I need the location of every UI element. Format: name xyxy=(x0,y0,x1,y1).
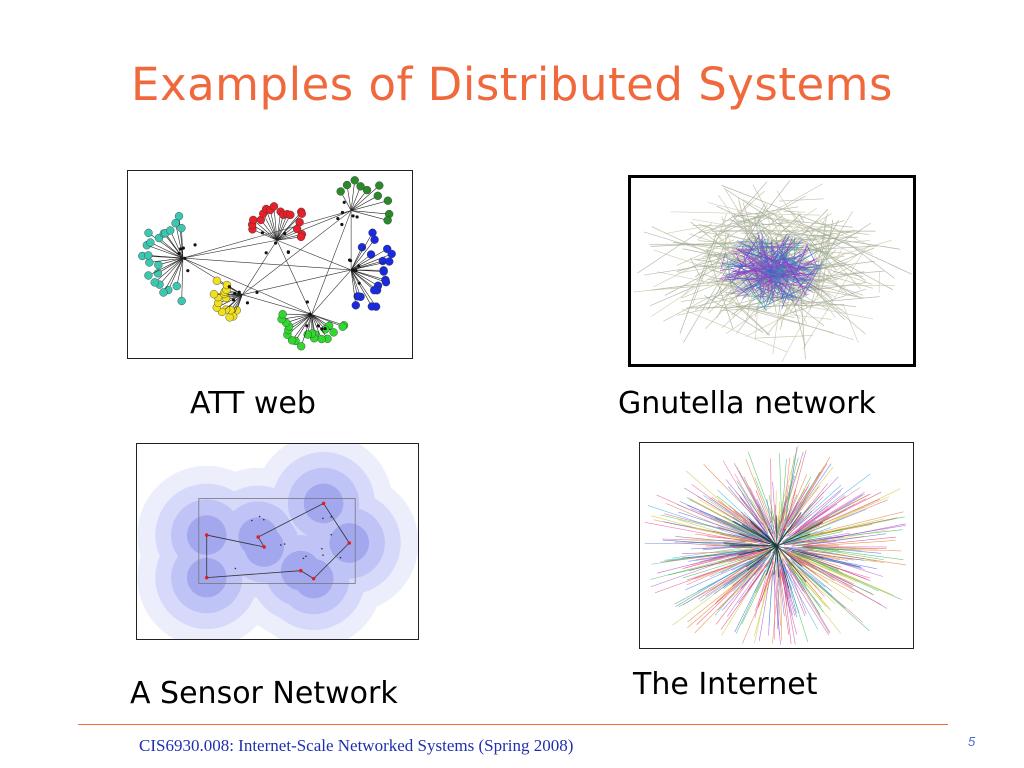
att-web-caption: ATT web xyxy=(190,386,316,421)
gnutella-graph-icon xyxy=(633,180,912,363)
sensor-network-image xyxy=(136,443,419,640)
footer-text: CIS6930.008: Internet-Scale Networked Sy… xyxy=(139,736,574,755)
internet-caption: The Internet xyxy=(633,667,818,702)
footer-divider xyxy=(78,724,948,725)
gnutella-network-caption: Gnutella network xyxy=(618,386,876,421)
internet-image xyxy=(639,442,914,649)
sensor-network-graph-icon xyxy=(137,444,418,639)
sensor-network-caption: A Sensor Network xyxy=(130,676,398,711)
att-web-graph-icon xyxy=(138,176,396,351)
gnutella-network-image xyxy=(628,175,916,367)
page-number: 5 xyxy=(968,734,976,749)
slide-title: Examples of Distributed Systems xyxy=(131,58,893,111)
internet-map-graph-icon xyxy=(644,445,907,645)
att-web-image xyxy=(127,170,413,359)
